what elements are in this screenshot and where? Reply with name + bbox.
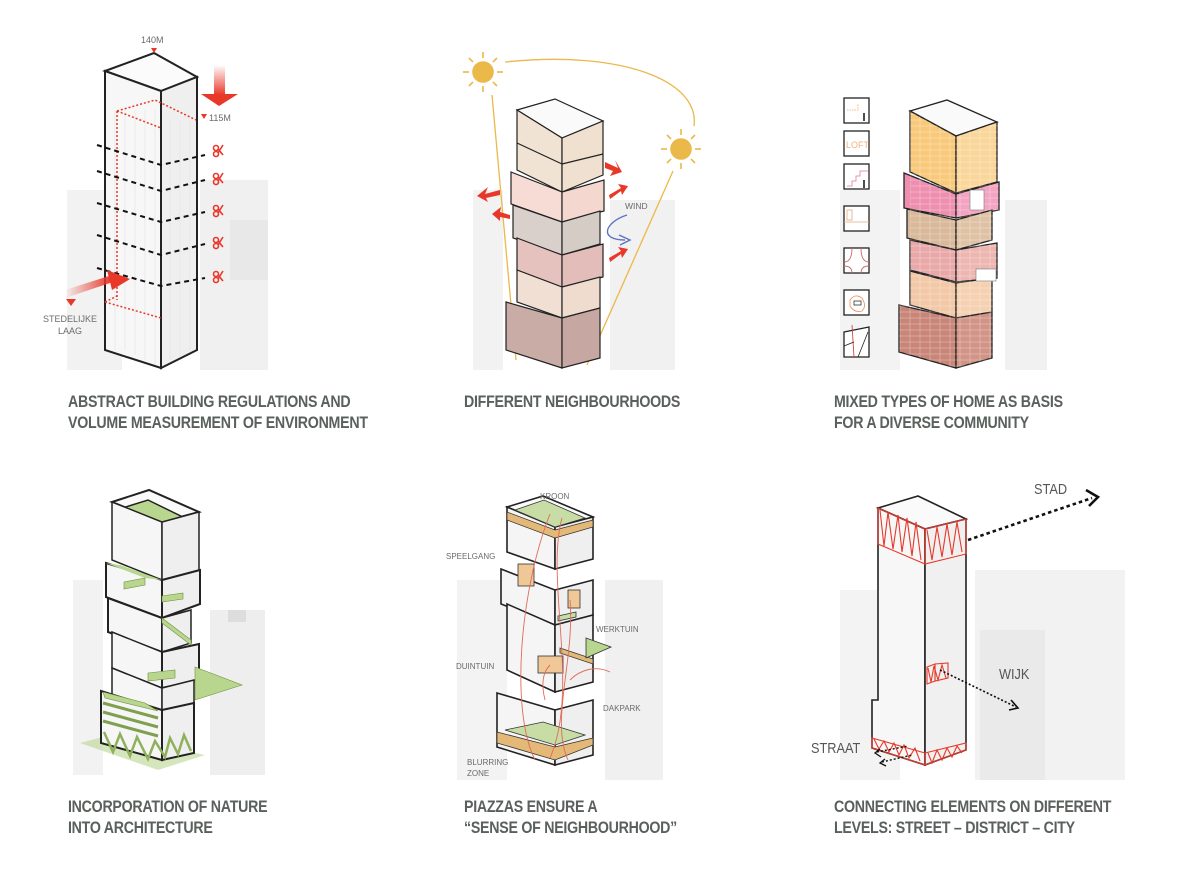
home-types-diagram: LOFT — [840, 97, 1047, 370]
caption-regulations: ABSTRACT BUILDING REGULATIONS AND VOLUME… — [68, 392, 368, 434]
panel-regulations: 140M 115M STEDELIJKE LAAG ABSTRACT BUILD… — [0, 0, 400, 440]
green-truss — [102, 730, 193, 763]
label-straat: STRAAT — [811, 739, 861, 756]
tower-blocks — [505, 98, 605, 369]
context-building — [473, 190, 503, 370]
label-wijk: WIJK — [999, 665, 1030, 682]
label-stad: STAD — [1034, 480, 1067, 497]
context-building — [228, 610, 246, 622]
marker-icon — [151, 48, 157, 53]
label-blurring: BLURRING — [467, 758, 508, 767]
caption-nature: INCORPORATION OF NATURE INTO ARCHITECTUR… — [68, 797, 268, 839]
panel-piazzas: KROON SPEELGANG WERKTUIN DUINTUIN DAKPAR… — [400, 460, 780, 871]
caption-line: “SENSE OF NEIGHBOURHOOD” — [464, 819, 677, 837]
district-arrowhead — [1008, 699, 1020, 711]
piazzas-diagram: KROON SPEELGANG WERKTUIN DUINTUIN DAKPAR… — [446, 492, 663, 780]
panel-neighbourhoods: WIND DIFFERENT NEIGHBOURHOODS — [400, 0, 780, 440]
tower — [871, 495, 969, 767]
wind-flow — [606, 214, 628, 241]
context-building — [230, 220, 268, 280]
apartment-icon — [843, 97, 870, 124]
street-arrow — [881, 754, 913, 763]
label-zone: ZONE — [467, 769, 489, 778]
label-kroon: KROON — [540, 492, 570, 501]
sun-icon — [661, 129, 701, 169]
label-wind: WIND — [625, 201, 648, 211]
height-reduction-arrow — [201, 65, 238, 106]
loft-label: LOFT — [846, 140, 870, 150]
label-speelgang: SPEELGANG — [446, 552, 495, 561]
maisonette-icon — [843, 163, 870, 190]
label-laag: LAAG — [58, 326, 82, 336]
label-duintuin: DUINTUIN — [456, 662, 494, 671]
caption-connections: CONNECTING ELEMENTS ON DIFFERENT LEVELS:… — [834, 797, 1111, 839]
scissors-icon — [212, 144, 224, 284]
roof-park — [585, 637, 613, 659]
city-arrow — [967, 496, 1093, 542]
caption-line: CONNECTING ELEMENTS ON DIFFERENT — [834, 798, 1112, 816]
loft-icon: LOFT — [843, 130, 870, 157]
caption-line: FOR A DIVERSE COMMUNITY — [834, 414, 1029, 432]
wind-arrows — [477, 160, 628, 262]
cluster-icon — [843, 247, 870, 274]
tower — [102, 51, 200, 370]
connector-trusses — [871, 507, 967, 766]
connection-arrows — [873, 488, 1101, 767]
caption-line: VOLUME MEASUREMENT OF ENVIRONMENT — [68, 414, 368, 432]
city-arrowhead — [1085, 488, 1101, 507]
nature-diagram — [73, 488, 265, 775]
circulation-paths — [520, 513, 611, 761]
caption-line: LEVELS: STREET – DISTRICT – CITY — [834, 819, 1075, 837]
label-140m: 140M — [141, 35, 164, 45]
tower — [100, 488, 202, 762]
label-dakpark: DAKPARK — [603, 704, 641, 713]
connections-diagram: STAD WIJK STRAAT — [811, 480, 1125, 780]
crown-piazza — [506, 511, 594, 539]
tower-blocks — [898, 99, 1000, 369]
caption-line: INTO ARCHITECTURE — [68, 819, 213, 837]
context-building — [457, 580, 507, 780]
caption-neighbourhoods: DIFFERENT NEIGHBOURHOODS — [464, 392, 680, 413]
sun-path — [504, 58, 695, 127]
context-building — [610, 200, 675, 370]
caption-line: DIFFERENT NEIGHBOURHOODS — [464, 393, 681, 411]
caption-line: INCORPORATION OF NATURE — [68, 798, 268, 816]
sun-ray — [586, 170, 674, 366]
street-arrow — [876, 745, 909, 753]
caption-line: MIXED TYPES OF HOME AS BASIS — [834, 393, 1063, 411]
urban-layer-arrow — [65, 270, 130, 298]
patio-icon — [843, 289, 870, 316]
cut-lines — [96, 144, 206, 288]
caption-line: ABSTRACT BUILDING REGULATIONS AND — [68, 393, 351, 411]
label-115m: 115M — [209, 113, 231, 123]
legend: LOFT — [843, 97, 870, 358]
context-building — [1005, 200, 1047, 370]
caption-piazzas: PIAZZAS ENSURE A “SENSE OF NEIGHBOURHOOD… — [464, 797, 677, 839]
penthouse-icon — [843, 324, 870, 358]
label-werktuin: WERKTUIN — [596, 625, 639, 634]
sun-icon — [463, 52, 503, 92]
blurring-zone-piazza — [496, 731, 594, 761]
wind-arrowhead — [618, 234, 632, 246]
caption-line: PIAZZAS ENSURE A — [464, 798, 598, 816]
label-stedelijke: STEDELIJKE — [43, 314, 97, 324]
green-terraces — [102, 577, 243, 738]
volume-envelope — [104, 99, 197, 319]
marker-icon — [66, 299, 76, 306]
caption-home-types: MIXED TYPES OF HOME AS BASIS FOR A DIVER… — [834, 392, 1063, 434]
neighbourhoods-diagram: WIND — [463, 52, 701, 370]
regulations-diagram: 140M 115M STEDELIJKE LAAG — [43, 35, 268, 370]
studio-icon — [843, 205, 870, 232]
panel-home-types: LOFT — [780, 0, 1180, 440]
panel-connections: STAD WIJK STRAAT CONNECTING ELEMENTS ON … — [780, 460, 1180, 871]
context-building — [605, 580, 663, 780]
marker-icon — [201, 114, 207, 119]
panel-nature: INCORPORATION OF NATURE INTO ARCHITECTUR… — [0, 460, 400, 871]
